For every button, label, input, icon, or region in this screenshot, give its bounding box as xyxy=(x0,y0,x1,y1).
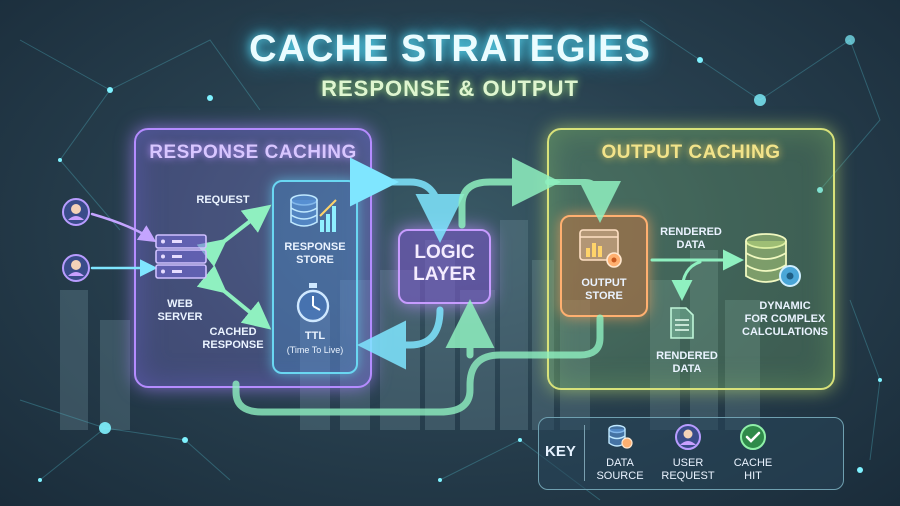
dynamic-calculations-label: DYNAMIC FOR COMPLEX CALCULATIONS xyxy=(742,300,828,338)
legend-cache-hit-label: CACHE HIT xyxy=(733,457,773,482)
dashboard-gear-icon xyxy=(579,229,622,268)
ttl-label: TTL xyxy=(304,330,326,342)
page-title: CACHE STRATEGIES xyxy=(249,28,651,70)
rendered-data-bottom-label: RENDERED DATA xyxy=(656,350,718,375)
output-store-inbound-arrow xyxy=(545,179,621,223)
server-icon xyxy=(155,234,207,279)
database-chart-icon xyxy=(290,194,337,232)
user-icon xyxy=(62,198,90,226)
rendered-data-down-arrow xyxy=(671,260,702,301)
output-store-box xyxy=(560,215,648,317)
logic-to-output-arrow xyxy=(458,157,561,229)
response-store-label: RESPONSE STORE xyxy=(284,241,346,266)
cached-response-label: CACHED RESPONSE xyxy=(202,326,264,351)
logic-to-response-arrow-bottom xyxy=(357,306,444,370)
logic-layer-box xyxy=(398,229,491,304)
check-icon xyxy=(740,424,766,450)
document-icon xyxy=(670,307,694,339)
legend-divider xyxy=(584,425,585,481)
page-subtitle: RESPONSE & OUTPUT xyxy=(321,76,579,101)
legend-user-request-label: USER REQUEST xyxy=(661,457,715,482)
output-return-loop-arrow xyxy=(232,314,604,416)
user-request-arrow-1 xyxy=(90,212,157,243)
web-server-label: WEB SERVER xyxy=(157,298,203,323)
response-to-logic-arrow-top xyxy=(374,178,465,243)
response-caching-title: RESPONSE CACHING xyxy=(149,142,357,163)
output-caching-title: OUTPUT CACHING xyxy=(601,142,781,163)
logic-layer-label: LOGIC LAYER xyxy=(413,242,476,285)
ttl-detail-label: (Time To Live) xyxy=(286,345,344,355)
legend-key-title: KEY xyxy=(545,443,576,460)
request-arrow xyxy=(196,204,272,267)
user-icon xyxy=(675,424,701,450)
legend-data-source-label: DATA SOURCE xyxy=(596,457,644,482)
database-gear-icon xyxy=(745,233,801,287)
stopwatch-icon xyxy=(296,283,330,323)
database-icon xyxy=(608,424,633,449)
user-icon xyxy=(62,254,90,282)
cached-response-arrow xyxy=(196,265,272,330)
request-label: REQUEST xyxy=(196,194,250,206)
output-store-label: OUTPUT STORE xyxy=(581,277,627,302)
rendered-data-top-label: RENDERED DATA xyxy=(660,226,722,251)
